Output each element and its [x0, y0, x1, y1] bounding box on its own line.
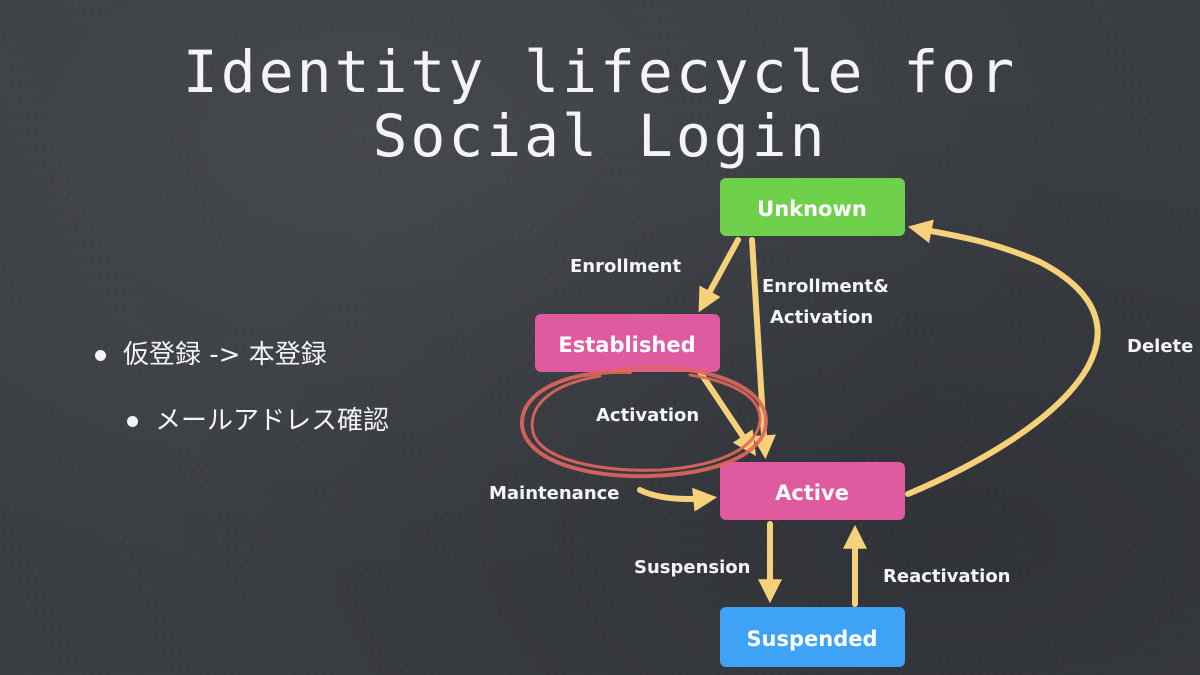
node-suspended: Suspended — [720, 607, 905, 667]
node-unknown-box — [720, 178, 905, 236]
label-activation: Activation — [596, 405, 699, 426]
label-reactivation: Reactivation — [883, 566, 1011, 587]
node-established-box — [535, 314, 720, 372]
title-line-1: Identity lifecycle for — [182, 38, 1018, 106]
label-enrollment-activation-line1: Enrollment& — [762, 276, 889, 297]
label-maintenance: Maintenance — [489, 483, 620, 504]
title-line-2: Social Login — [372, 102, 828, 170]
bullet-item-email-verification: メールアドレス確認 — [127, 401, 389, 441]
transition-labels: Enrollment Enrollment& Activation Delete… — [489, 256, 1193, 587]
node-active-label: Active — [775, 481, 849, 505]
bullet-dot-icon — [127, 416, 138, 427]
arrow-enrollment-activation — [749, 237, 776, 460]
arrow-activation — [697, 369, 756, 456]
slide-title: Identity lifecycle for Social Login — [0, 40, 1200, 168]
arrow-enrollment — [698, 237, 741, 313]
label-delete: Delete — [1127, 336, 1193, 357]
label-suspension: Suspension — [634, 557, 750, 578]
node-unknown: Unknown — [720, 178, 905, 236]
bullet-item-provisional-registration: 仮登録 -> 本登録 — [95, 335, 389, 375]
node-active: Active — [720, 462, 905, 520]
label-enrollment-activation-line2: Activation — [770, 307, 873, 328]
arrow-maintenance — [637, 487, 718, 512]
bullet-dot-icon — [95, 350, 106, 361]
node-established-label: Established — [558, 333, 695, 357]
transition-arrows — [637, 219, 1101, 607]
bullet-list: 仮登録 -> 本登録 メールアドレス確認 — [95, 335, 389, 441]
node-unknown-label: Unknown — [757, 197, 867, 221]
highlight-circle-stroke-2 — [530, 373, 762, 472]
bullet-text: メールアドレス確認 — [155, 406, 390, 436]
label-enrollment: Enrollment — [570, 256, 681, 277]
node-suspended-box — [720, 607, 905, 667]
highlight-circle-stroke-1 — [519, 365, 769, 479]
bullet-text: 仮登録 -> 本登録 — [123, 340, 327, 370]
arrow-delete — [905, 219, 1101, 497]
node-established: Established — [535, 314, 720, 372]
node-suspended-label: Suspended — [746, 627, 877, 651]
highlight-circle — [519, 365, 769, 479]
node-active-box — [720, 462, 905, 520]
